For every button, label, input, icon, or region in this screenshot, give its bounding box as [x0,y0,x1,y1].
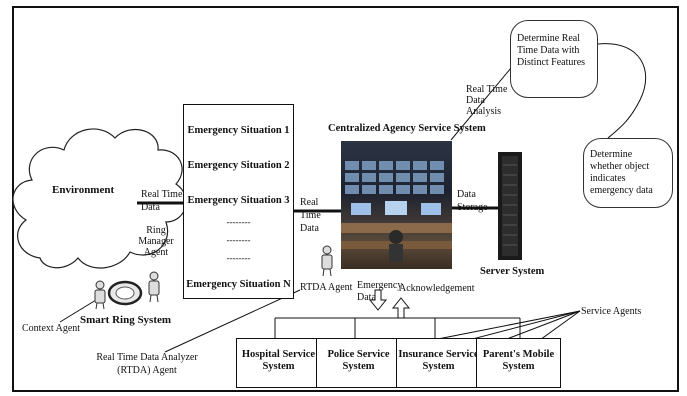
server-system-label: Server System [480,266,545,277]
context-agent-label: Context Agent [22,323,81,334]
edge-label-real-time-data-analysis: Real Time Data Analysis [466,84,508,117]
parents-mobile-box: Parent's Mobile System [476,338,561,388]
police-service-label: Police Service System [327,349,390,372]
edge-label-data-storage: Data Storage [457,189,488,213]
edge-label-emergency-data: Emergency Data [357,280,403,303]
bubble-determine-whether-text: Determine whether object indicates emerg… [590,149,653,196]
centralized-agency-title: Centralized Agency Service System [328,123,486,134]
insurance-service-label: Insurance Service System [398,349,479,372]
edge-label-real-time-data-1: Real Time Data [141,189,183,213]
context-agent-icon [94,280,106,310]
edge-label-real-time-data-2: Real Time Data [300,197,321,234]
emergency-situation-n: Emergency Situation N [186,279,291,290]
emergency-situation-3: Emergency Situation 3 [187,195,290,206]
hospital-service-label: Hospital Service System [241,349,316,372]
control-room-photo [341,141,452,269]
bubble-determine-real-time-data: Determine Real Time Data with Distinct F… [510,20,598,98]
police-service-box: Police Service System [316,338,401,388]
rtda-agent-icon [321,245,333,277]
ellipsis-row-2: -------- [226,235,251,245]
service-agents-label: Service Agents [581,306,642,317]
ring-manager-agent-label: Ring Manager Agent [138,225,174,258]
bubble-determine-whether: Determine whether object indicates emerg… [583,138,673,208]
environment-cloud [12,128,187,269]
edge-label-acknowledgement: Acknowledgement [399,283,475,294]
emergency-situations-box: Emergency Situation 1 Emergency Situatio… [183,104,294,299]
insurance-service-box: Insurance Service System [396,338,481,388]
real-time-data-analyzer-label: Real Time Data Analyzer (RTDA) Agent [96,352,198,376]
smart-ring-system-label: Smart Ring System [80,314,172,326]
ring-manager-agent-icon [148,271,160,303]
parents-mobile-label: Parent's Mobile System [482,349,555,372]
rtda-agent-label: RTDA Agent [300,282,353,293]
ellipsis-row-3: -------- [226,253,251,263]
emergency-situation-2: Emergency Situation 2 [187,160,290,171]
control-room-image [341,161,452,262]
ellipsis-row-1: -------- [226,217,251,227]
hospital-service-box: Hospital Service System [236,338,321,388]
environment-label: Environment [52,184,115,196]
emergency-situation-1: Emergency Situation 1 [187,125,290,136]
bubble-determine-real-time-text: Determine Real Time Data with Distinct F… [517,33,586,68]
